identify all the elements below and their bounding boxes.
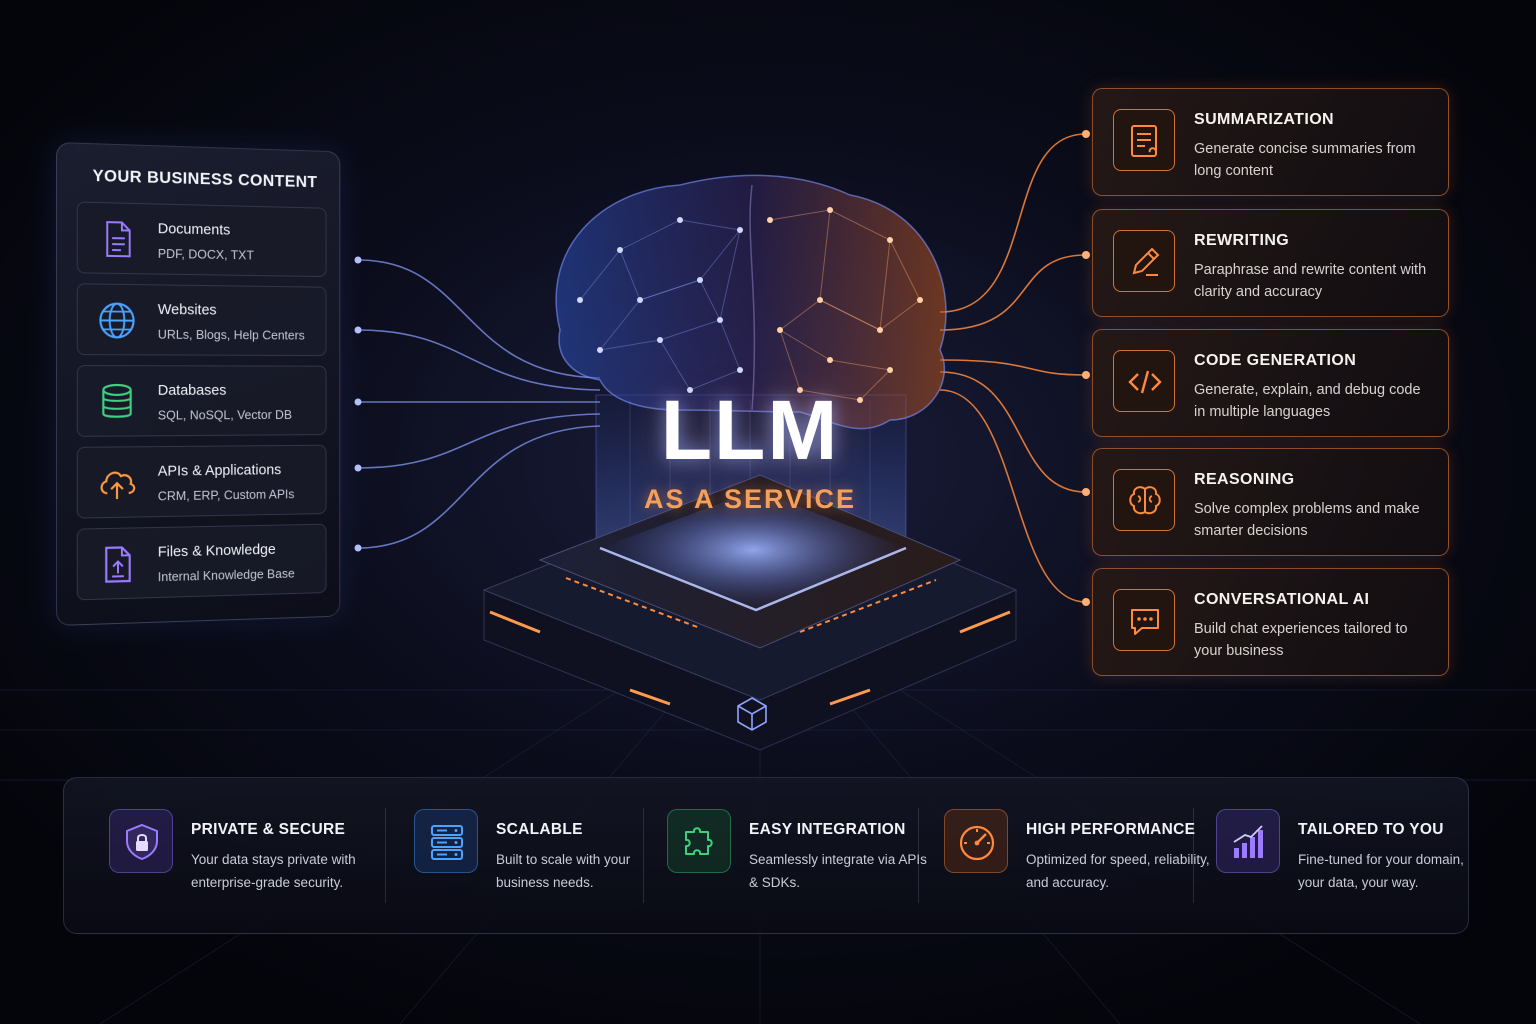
feature-title: EASY INTEGRATION [749, 821, 906, 838]
source-item-apis[interactable]: APIs & Applications CRM, ERP, Custom API… [76, 444, 327, 519]
feature-desc: Seamlessly integrate via APIs & SDKs. [749, 852, 927, 890]
source-desc: URLs, Blogs, Help Centers [157, 326, 305, 343]
puzzle-icon [685, 827, 713, 855]
capability-title: REWRITING [1194, 232, 1290, 249]
feature-private-secure: PRIVATE & SECURE Your data stays private… [109, 778, 389, 935]
capability-title: CONVERSATIONAL AI [1194, 591, 1370, 608]
source-item-websites[interactable]: Websites URLs, Blogs, Help Centers [76, 283, 327, 357]
cloud-upload-icon [95, 461, 138, 505]
capability-title: CODE GENERATION [1194, 352, 1357, 369]
feature-icon-frame [414, 809, 478, 873]
capability-icon-frame [1113, 469, 1175, 531]
bar-chart-icon [1233, 825, 1263, 858]
capability-desc: Build chat experiences tailored to your … [1194, 621, 1408, 659]
feature-icon-frame [109, 809, 173, 873]
source-name: Websites [157, 301, 217, 319]
globe-icon [95, 298, 138, 342]
brain-icon [1129, 486, 1161, 515]
source-desc: PDF, DOCX, TXT [157, 245, 254, 263]
code-icon [1128, 370, 1162, 394]
feature-scalable: SCALABLE Built to scale with your busine… [414, 778, 684, 935]
source-name: APIs & Applications [157, 461, 282, 480]
feature-icon-frame [1216, 809, 1280, 873]
capability-code-generation[interactable]: CODE GENERATION Generate, explain, and d… [1092, 329, 1449, 437]
feature-icon-frame [944, 809, 1008, 873]
feature-bar: PRIVATE & SECURE Your data stays private… [63, 777, 1469, 934]
capability-conversational-ai[interactable]: CONVERSATIONAL AI Build chat experiences… [1092, 568, 1449, 676]
divider [385, 808, 386, 903]
feature-icon-frame [667, 809, 731, 873]
source-desc: CRM, ERP, Custom APIs [157, 486, 295, 504]
source-desc: Internal Knowledge Base [157, 565, 295, 585]
feature-desc: Fine-tuned for your domain, your data, y… [1298, 852, 1464, 890]
divider [643, 808, 644, 903]
server-stack-icon [431, 825, 463, 860]
feature-easy-integration: EASY INTEGRATION Seamlessly integrate vi… [667, 778, 937, 935]
capability-reasoning[interactable]: REASONING Solve complex problems and mak… [1092, 448, 1449, 556]
capability-icon-frame [1113, 350, 1175, 412]
feature-desc: Your data stays private with enterprise-… [191, 852, 356, 890]
document-icon [95, 217, 138, 261]
source-name: Databases [157, 382, 227, 399]
summary-document-icon [1131, 125, 1157, 157]
source-item-databases[interactable]: Databases SQL, NoSQL, Vector DB [76, 365, 327, 437]
capability-desc: Generate concise summaries from long con… [1194, 141, 1416, 179]
capability-icon-frame [1113, 589, 1175, 651]
pencil-icon [1132, 247, 1160, 276]
source-item-documents[interactable]: Documents PDF, DOCX, TXT [76, 201, 327, 278]
capability-icon-frame [1113, 109, 1175, 171]
capability-desc: Solve complex problems and make smarter … [1194, 501, 1420, 539]
capability-desc: Generate, explain, and debug code in mul… [1194, 382, 1421, 420]
database-icon [95, 380, 138, 424]
speedometer-icon [959, 825, 995, 861]
panel-title: YOUR BUSINESS CONTENT [92, 166, 318, 192]
capability-title: SUMMARIZATION [1194, 111, 1334, 128]
divider [1193, 808, 1194, 903]
feature-title: TAILORED TO YOU [1298, 821, 1444, 838]
source-name: Documents [157, 220, 231, 239]
cube-logo-icon [737, 697, 767, 731]
llm-title: LLM [660, 383, 840, 477]
feature-title: PRIVATE & SECURE [191, 821, 346, 838]
feature-title: HIGH PERFORMANCE [1026, 821, 1196, 838]
capability-desc: Paraphrase and rewrite content with clar… [1194, 262, 1427, 300]
feature-tailored: TAILORED TO YOU Fine-tuned for your doma… [1216, 778, 1466, 935]
file-upload-icon [95, 542, 138, 587]
business-content-panel: YOUR BUSINESS CONTENT Documents PDF, DOC… [56, 142, 341, 626]
capability-title: REASONING [1194, 471, 1295, 488]
llm-subtitle: AS A SERVICE [643, 484, 857, 514]
source-name: Files & Knowledge [157, 541, 276, 561]
source-item-files[interactable]: Files & Knowledge Internal Knowledge Bas… [76, 523, 327, 601]
capability-icon-frame [1113, 230, 1175, 292]
chat-bubble-icon [1131, 609, 1159, 635]
capability-rewriting[interactable]: REWRITING Paraphrase and rewrite content… [1092, 209, 1449, 317]
source-desc: SQL, NoSQL, Vector DB [157, 407, 292, 423]
divider [918, 808, 919, 903]
capability-summarization[interactable]: SUMMARIZATION Generate concise summaries… [1092, 88, 1449, 196]
feature-desc: Built to scale with your business needs. [496, 852, 631, 890]
feature-title: SCALABLE [496, 821, 583, 838]
shield-lock-icon [126, 823, 158, 861]
feature-high-performance: HIGH PERFORMANCE Optimized for speed, re… [944, 778, 1214, 935]
feature-desc: Optimized for speed, reliability, and ac… [1026, 852, 1210, 890]
